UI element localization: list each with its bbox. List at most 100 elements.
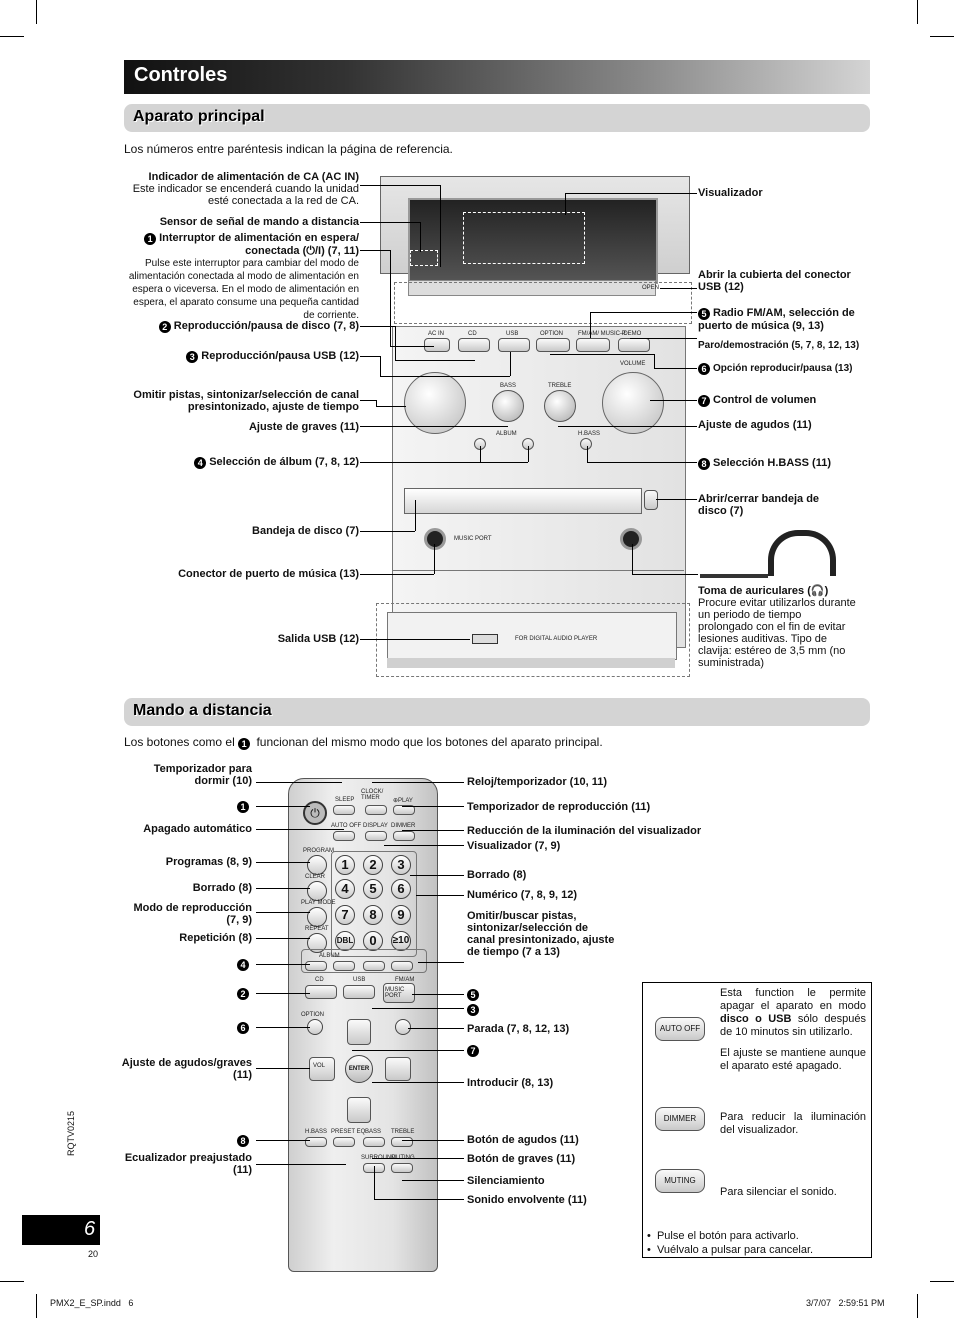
label-treble-adjust: Ajuste de agudos (11): [698, 419, 812, 431]
bass-knob[interactable]: [492, 390, 524, 422]
digit-7-button[interactable]: 7: [335, 905, 355, 925]
stop-demo-button[interactable]: [618, 338, 650, 352]
cd-remote-button[interactable]: [305, 985, 337, 999]
vol-down-button[interactable]: [309, 1057, 335, 1081]
play-timer-button[interactable]: [393, 805, 415, 815]
volume-knob[interactable]: [602, 372, 664, 434]
program-button[interactable]: [307, 855, 327, 875]
crop-mark: [930, 1281, 954, 1282]
desc-text: Esta function le permite apagar el apara…: [720, 987, 866, 1012]
crop-mark: [930, 36, 954, 37]
digit-2-button[interactable]: 2: [363, 855, 383, 875]
treble-knob[interactable]: [544, 390, 576, 422]
label-bass-adjust: Ajuste de graves (11): [248, 421, 359, 433]
num-badge: 5: [698, 308, 710, 320]
skip-forward-button[interactable]: [391, 961, 413, 971]
dimmer-button[interactable]: [393, 831, 415, 841]
digit-9-button[interactable]: 9: [391, 905, 411, 925]
label-preset-eq: Ecualizador preajustado (11): [124, 1152, 252, 1176]
label-desc: Pulse este interruptor para cambiar del …: [128, 258, 359, 321]
label-open-close: Abrir/cerrar bandeja de disco (7): [698, 493, 820, 517]
page-number: 6: [84, 1218, 96, 1240]
fm-am-music-port-button[interactable]: [383, 983, 415, 1003]
digit-8-button[interactable]: 8: [363, 905, 383, 925]
treble-button[interactable]: [391, 1137, 413, 1147]
info-bullets: • Pulse el botón para activarlo. • Vuélv…: [647, 1229, 813, 1257]
label-enter: Introducir (8, 13): [467, 1077, 554, 1089]
enter-button[interactable]: ENTER: [345, 1055, 373, 1083]
key-label: DISPLAY: [363, 823, 388, 829]
disc-tray[interactable]: [404, 488, 642, 514]
display-button[interactable]: [365, 831, 387, 841]
power-button[interactable]: [424, 338, 450, 352]
tuning-knob[interactable]: [404, 372, 466, 434]
usb-play-pause-button[interactable]: [498, 338, 530, 352]
bullet-text: Vuélvalo a pulsar para cancelar.: [656, 1244, 814, 1256]
clear-button[interactable]: [307, 881, 327, 901]
digit-0-button[interactable]: 0: [363, 931, 383, 951]
num-badge: 7: [467, 1045, 479, 1057]
dbl-button[interactable]: DBL: [335, 931, 355, 951]
label-treble-button: Botón de agudos (11): [467, 1134, 579, 1146]
music-port-jack[interactable]: [424, 528, 446, 550]
label-usb-cover: Abrir la cubierta del conector USB (12): [698, 269, 851, 293]
nav-up-button[interactable]: [347, 1019, 371, 1045]
label-fm-am-remote: 5: [467, 988, 507, 1001]
muting-button[interactable]: [391, 1163, 413, 1173]
label-bold: Indicador de alimentación de CA (AC IN): [148, 171, 359, 183]
label-bold: Control de volumen: [713, 394, 817, 406]
ac-in-label: AC IN: [428, 331, 445, 337]
nav-down-button[interactable]: [347, 1097, 371, 1123]
stop-remote-button[interactable]: [395, 1019, 411, 1035]
label-sleep-timer: Temporizador para dormir (10): [153, 763, 252, 787]
album-down-remote-button[interactable]: [305, 961, 327, 971]
usb-port[interactable]: [472, 634, 498, 644]
num-badge: 1: [238, 738, 251, 750]
usb-port-label: FOR DIGITAL AUDIO PLAYER: [515, 636, 598, 642]
headphone-jack[interactable]: [620, 528, 642, 550]
digit-1-button[interactable]: 1: [335, 855, 355, 875]
key-label: AUTO OFF: [331, 823, 362, 829]
label-music-port: Conector de puerto de música (13): [178, 568, 359, 580]
open-close-button[interactable]: [644, 490, 658, 510]
play-mode-button[interactable]: [307, 907, 327, 927]
info-box: AUTO OFF Esta function le permite apagar…: [642, 982, 872, 1258]
digit-3-button[interactable]: 3: [391, 855, 411, 875]
option-button[interactable]: [536, 338, 570, 352]
usb-remote-button[interactable]: [343, 985, 375, 999]
remote-power-button[interactable]: ⏻: [303, 801, 327, 825]
auto-off-button[interactable]: [333, 831, 355, 841]
num-badge: 3: [467, 1004, 479, 1016]
clock-timer-button[interactable]: [365, 805, 387, 815]
digit-5-button[interactable]: 5: [363, 879, 383, 899]
usb-cover-flap[interactable]: [408, 280, 656, 296]
sleep-button[interactable]: [333, 805, 355, 815]
label-display: Visualizador: [698, 187, 763, 199]
auto-off-key-icon: AUTO OFF: [655, 1017, 705, 1041]
key-label: ⊕PLAY: [393, 798, 413, 804]
key-label: VOL: [313, 1063, 326, 1069]
skip-back-button[interactable]: [363, 961, 385, 971]
preset-eq-button[interactable]: [333, 1137, 355, 1147]
fm-am-button[interactable]: [576, 338, 610, 352]
num-badge: 4: [194, 457, 207, 469]
key-label: TREBLE: [391, 1129, 415, 1135]
digit-6-button[interactable]: 6: [391, 879, 411, 899]
treble-label: TREBLE: [548, 383, 572, 389]
cd-play-pause-button[interactable]: [458, 338, 490, 352]
fm-am-label: FM/AM/ MUSIC P.: [578, 331, 627, 337]
hbass-button[interactable]: [580, 438, 592, 450]
key-label: OPTION: [301, 1012, 325, 1018]
hbass-remote-button[interactable]: [305, 1137, 327, 1147]
vol-up-button[interactable]: [385, 1057, 411, 1081]
album-up-remote-button[interactable]: [333, 961, 355, 971]
label-usb-remote: 3: [467, 1003, 507, 1016]
crop-mark: [36, 1294, 37, 1318]
bass-button[interactable]: [363, 1137, 385, 1147]
digit-4-button[interactable]: 4: [335, 879, 355, 899]
repeat-button[interactable]: [307, 933, 327, 953]
label-bold: Opción reproducir/pausa (13): [713, 363, 853, 374]
ge10-button[interactable]: ≥10: [391, 931, 411, 951]
